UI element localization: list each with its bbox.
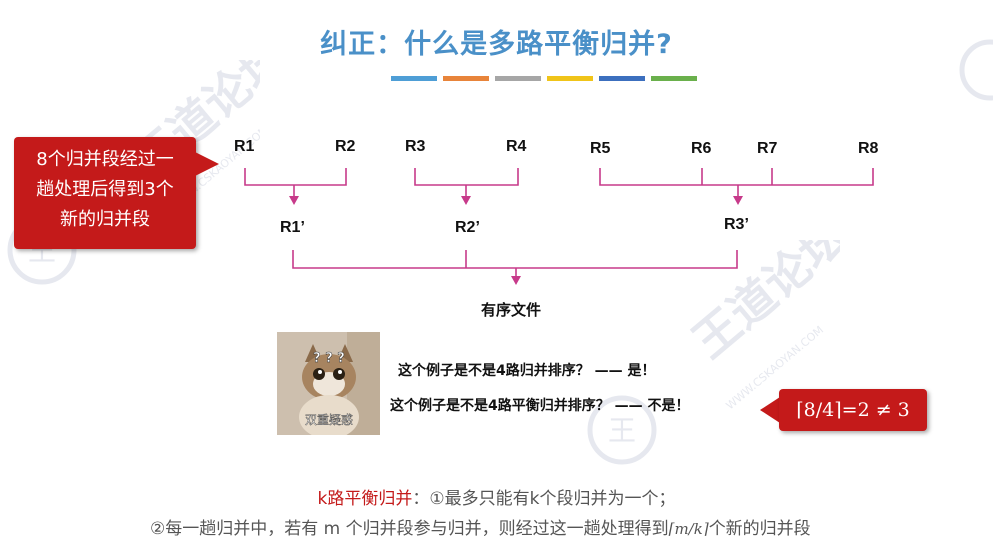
color-bar-segment: [443, 76, 489, 81]
formula-badge: ⌈8/4⌉=2 ≠ 3: [779, 389, 927, 431]
merge-arrowhead: [461, 196, 471, 205]
merge-bracket: [414, 168, 519, 186]
merge-bracket: [244, 168, 347, 186]
slide-title: 纠正：什么是多路平衡归并?: [320, 29, 673, 60]
rule-2-text: ②每一趟归并中，若有 m 个归并段参与归并，则经过这一趟处理得到: [150, 519, 669, 539]
question-marks: ? ? ?: [313, 351, 345, 366]
run-label: R1: [234, 138, 255, 155]
callout-line: 8个归并段经过一: [36, 149, 174, 170]
merge-bracket: [292, 250, 738, 269]
rule-line-2: ②每一趟归并中，若有 m 个归并段参与归并，则经过这一趟处理得到⌈m/k⌉个新的…: [150, 514, 811, 539]
question-1: 这个例子是不是4路归并排序？ —— 是！: [398, 363, 656, 379]
badge-pointer: [760, 397, 780, 423]
merged-run-label: R2’: [455, 219, 480, 236]
question-2: 这个例子是不是4路平衡归并排序？ —— 不是！: [390, 398, 690, 414]
color-bar-segment: [651, 76, 697, 81]
watermark-logo: [959, 39, 993, 101]
run-label: R4: [506, 138, 527, 155]
ceil-formula: ⌈m/k⌉: [668, 520, 709, 538]
callout-line: 趟处理后得到3个: [36, 179, 174, 200]
result-label: 有序文件: [481, 302, 542, 319]
merge-arrowhead: [733, 196, 743, 205]
run-label: R6: [691, 140, 712, 157]
merged-run-label: R3’: [724, 216, 749, 233]
color-bar-segment: [547, 76, 593, 81]
callout-box: 8个归并段经过一 趟处理后得到3个 新的归并段: [14, 137, 196, 249]
rule-2-suffix: 个新的归并段: [708, 519, 811, 539]
run-label: R8: [858, 140, 879, 157]
watermark-logo: 王 王道论坛 WWW.CSKAOYAN.COM: [587, 240, 840, 465]
color-bar-segment: [495, 76, 541, 81]
merge-arrowhead: [289, 196, 299, 205]
cat-meme-image: ? ? ? 双重疑惑: [277, 332, 380, 435]
run-label: R2: [335, 138, 356, 155]
meme-caption: 双重疑惑: [305, 412, 353, 427]
run-label: R3: [405, 138, 426, 155]
callout-line: 新的归并段: [60, 209, 150, 230]
rule-line-1: k路平衡归并：①最多只能有k个段归并为一个；: [0, 484, 993, 509]
callout-pointer: [195, 152, 219, 176]
color-bar-segment: [599, 76, 645, 81]
merged-run-label: R1’: [280, 219, 305, 236]
run-label: R7: [757, 140, 778, 157]
rule-1-text: ：①最多只能有k个段归并为一个；: [412, 489, 676, 509]
k-way-term: k路平衡归并: [317, 489, 413, 509]
merge-bracket: [599, 168, 874, 186]
svg-text:王: 王: [608, 414, 636, 447]
color-bar-segment: [391, 76, 437, 81]
run-label: R5: [590, 140, 611, 157]
merge-arrowhead: [511, 276, 521, 285]
cat-icon: ? ? ? 双重疑惑: [277, 332, 380, 435]
